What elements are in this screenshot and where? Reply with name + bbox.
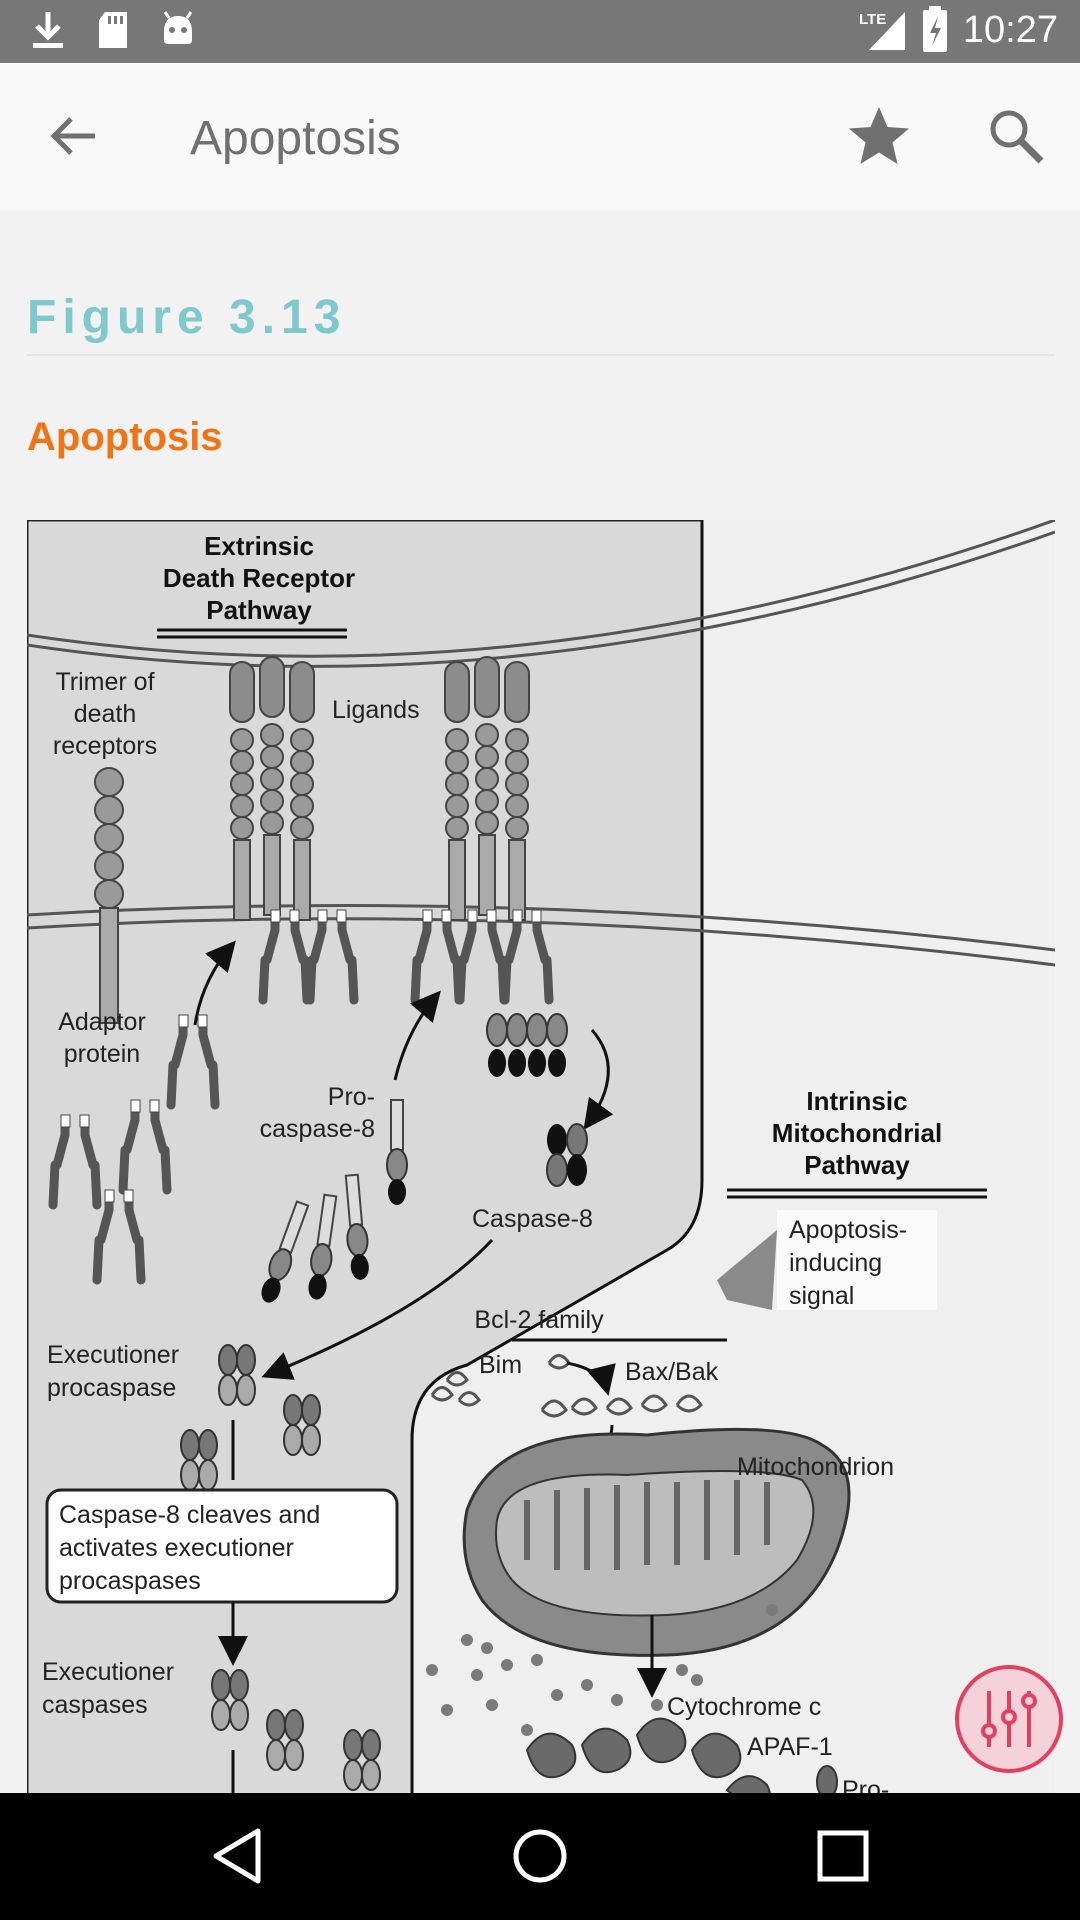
cytochrome-label: Cytochrome c [667,1693,821,1721]
receptor-cluster-2 [444,656,530,921]
figure-title: Apoptosis [27,415,223,459]
exec-procaspase-label-2: procaspase [47,1374,176,1402]
bound-procaspase [486,1013,568,1077]
download-icon [33,12,63,48]
sliders-icon [981,1691,1037,1747]
caspase8-info-box [45,1488,399,1604]
exec-caspases-label-1: Executioner [42,1658,174,1686]
intrinsic-title-2: Mitochondrial [772,1118,942,1148]
back-arrow-icon[interactable] [45,108,101,164]
home-nav-icon[interactable] [507,1823,573,1889]
signal-icon: LTE [859,11,905,50]
network-type: LTE [859,11,886,28]
apaf1-label: APAF-1 [747,1733,833,1761]
navigation-bar [0,1793,1080,1920]
intrinsic-title-1: Intrinsic [806,1086,907,1116]
exec-procaspase-label-1: Executioner [47,1341,179,1369]
procaspase8-label-2: caspase-8 [260,1115,375,1143]
signal-label-3: signal [789,1282,854,1310]
page-title: Apoptosis [190,112,401,165]
recents-nav-icon[interactable] [810,1823,876,1889]
ligands-label: Ligands [332,696,420,724]
bim-label: Bim [479,1351,522,1379]
trimer-label-2: death [74,700,137,728]
pro-label: Pro- [842,1776,889,1793]
death-receptor [94,767,124,1024]
apaf1-proteins [525,1717,838,1793]
intrinsic-title-3: Pathway [804,1150,910,1180]
mitochondrion-label: Mitochondrion [737,1453,894,1481]
search-icon[interactable] [985,105,1047,167]
baxbak-label: Bax/Bak [625,1358,719,1386]
box-line-2: activates executioner [59,1534,294,1562]
procaspase8-label-1: Pro- [328,1083,375,1111]
box-line-3: procaspases [59,1567,201,1595]
star-icon[interactable] [846,103,912,169]
adjust-settings-button[interactable] [955,1665,1063,1773]
trimer-label-1: Trimer of [55,668,154,696]
extrinsic-title-2: Death Receptor [163,563,355,593]
trimer-label-3: receptors [53,732,157,760]
figure-label: Figure 3.13 [27,291,347,344]
divider [27,354,1055,356]
adaptor-label-1: Adaptor [58,1008,146,1036]
content-area[interactable]: Figure 3.13 Apoptosis [0,210,1080,1793]
caspase8-label: Caspase-8 [472,1205,593,1233]
bcl2-label: Bcl-2 family [474,1306,604,1334]
bcl2-proteins [430,1354,703,1418]
receptor-cluster-1 [229,656,315,921]
caspase8-molecule [546,1123,588,1187]
battery-icon [922,6,947,52]
signal-label-2: inducing [789,1249,882,1277]
app-bar: Apoptosis [0,63,1080,210]
adaptor-label-2: protein [64,1040,140,1068]
exec-caspases-label-2: caspases [42,1691,148,1719]
status-bar: LTE 10:27 [0,0,1080,63]
extrinsic-title-1: Extrinsic [204,531,314,561]
back-nav-icon[interactable] [206,1823,272,1889]
sd-card-icon [99,12,127,48]
clock: 10:27 [962,8,1058,51]
android-icon [163,11,193,44]
mitochondrion [462,1427,851,1657]
cytochrome-c-dots [426,1604,778,1736]
apoptosis-diagram[interactable]: Extrinsic Death Receptor Pathway Trimer … [27,520,1055,1793]
signal-label-1: Apoptosis- [789,1216,907,1244]
extrinsic-title-3: Pathway [206,595,312,625]
box-line-1: Caspase-8 cleaves and [59,1501,320,1529]
